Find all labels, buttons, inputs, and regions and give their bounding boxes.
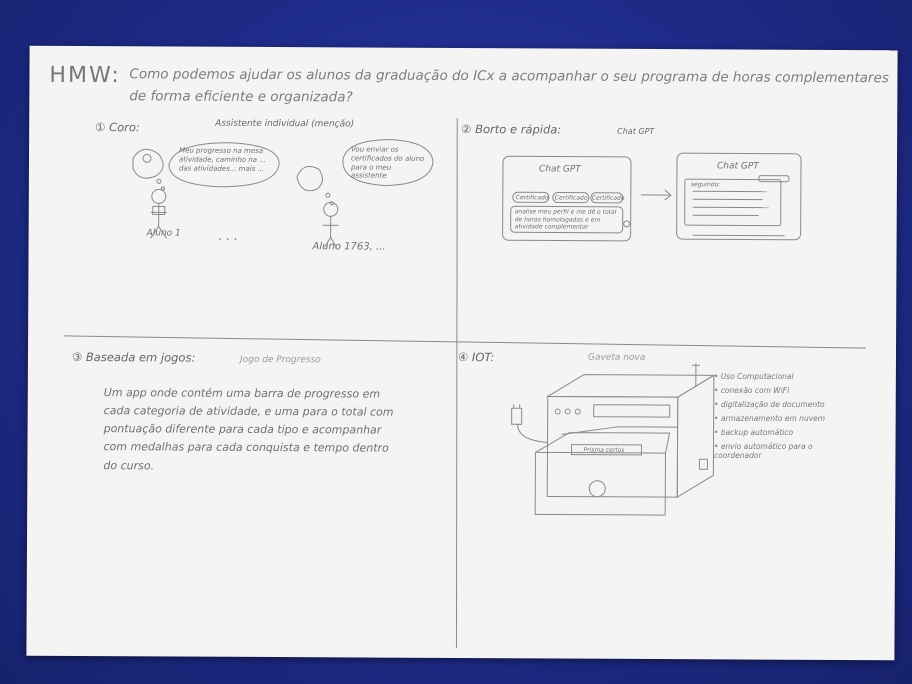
- iot-feature-list: Uso Computacional conexão com WiFi digit…: [714, 372, 844, 465]
- section3-body: Um app onde contém uma barra de progress…: [103, 386, 394, 472]
- section4-title: ④ IOT:: [457, 349, 495, 365]
- feature-item: Uso Computacional: [714, 372, 844, 381]
- section2-title: ② Borto e rápida:: [461, 121, 562, 137]
- bubble2-text: Vou enviar os certificados do aluno para…: [350, 145, 425, 180]
- chat-window1-title: Chat GPT: [538, 164, 581, 175]
- chip-3: Certificado: [591, 194, 625, 202]
- section4-subtitle: Gaveta nova: [587, 352, 646, 363]
- device-side: [676, 374, 715, 499]
- device-top: [545, 374, 716, 398]
- feature-item: conexão com WiFi: [714, 386, 844, 395]
- feature-item: digitalização de documento: [714, 400, 844, 409]
- speech-bubble-2: [342, 139, 434, 187]
- drawer-opening: [561, 426, 678, 436]
- chat-window1-text: analise meu perfil e me dê o total de ho…: [514, 208, 617, 231]
- power-cable: [517, 424, 548, 443]
- chat-window2-text: seguindo:: [690, 181, 721, 189]
- drawer-handle: [588, 480, 606, 498]
- chip-1: Certificado: [515, 194, 549, 202]
- chat-window-1: [502, 155, 632, 242]
- section3-title: ③ Baseada em jogos:: [71, 349, 196, 365]
- plug-icon: [511, 407, 523, 425]
- section2-subtitle: Chat GPT: [617, 126, 655, 137]
- feature-item: armazenamento em nuvem: [714, 414, 844, 423]
- speech-bubble-1: [168, 142, 280, 188]
- thought-head-icon-1: [132, 148, 164, 179]
- horizontal-divider: [64, 335, 867, 349]
- section3-subtitle: Jogo de Progresso: [239, 354, 321, 366]
- feature-item: envio automático para o coordenador: [714, 442, 844, 460]
- sketch-paper: HMW: Como podemos ajudar os alunos da gr…: [26, 45, 898, 661]
- feature-item: backup automático: [714, 428, 844, 437]
- section1-title: ① Coro:: [95, 120, 140, 135]
- stick-figure-head-1: [151, 188, 167, 204]
- student-label-1: Aluno 1: [146, 228, 181, 239]
- ellipsis: . . .: [218, 228, 238, 243]
- pencil-drawings: [64, 117, 867, 648]
- chat-window2-title: Chat GPT: [716, 161, 759, 172]
- chat-window-2: [676, 152, 802, 241]
- chip-2: Certificado: [554, 194, 588, 202]
- thought-head-icon-2: [296, 166, 323, 192]
- drawer-front: [534, 451, 666, 516]
- student-label-last: Aluno 1763, ...: [312, 241, 386, 253]
- section1-subtitle: Assistente individual (menção): [215, 118, 355, 130]
- drawer-label: Prisma certos: [583, 446, 625, 454]
- bubble1-text: Meu progresso na mesa atividade, caminho…: [178, 146, 266, 173]
- vertical-divider: [455, 117, 458, 648]
